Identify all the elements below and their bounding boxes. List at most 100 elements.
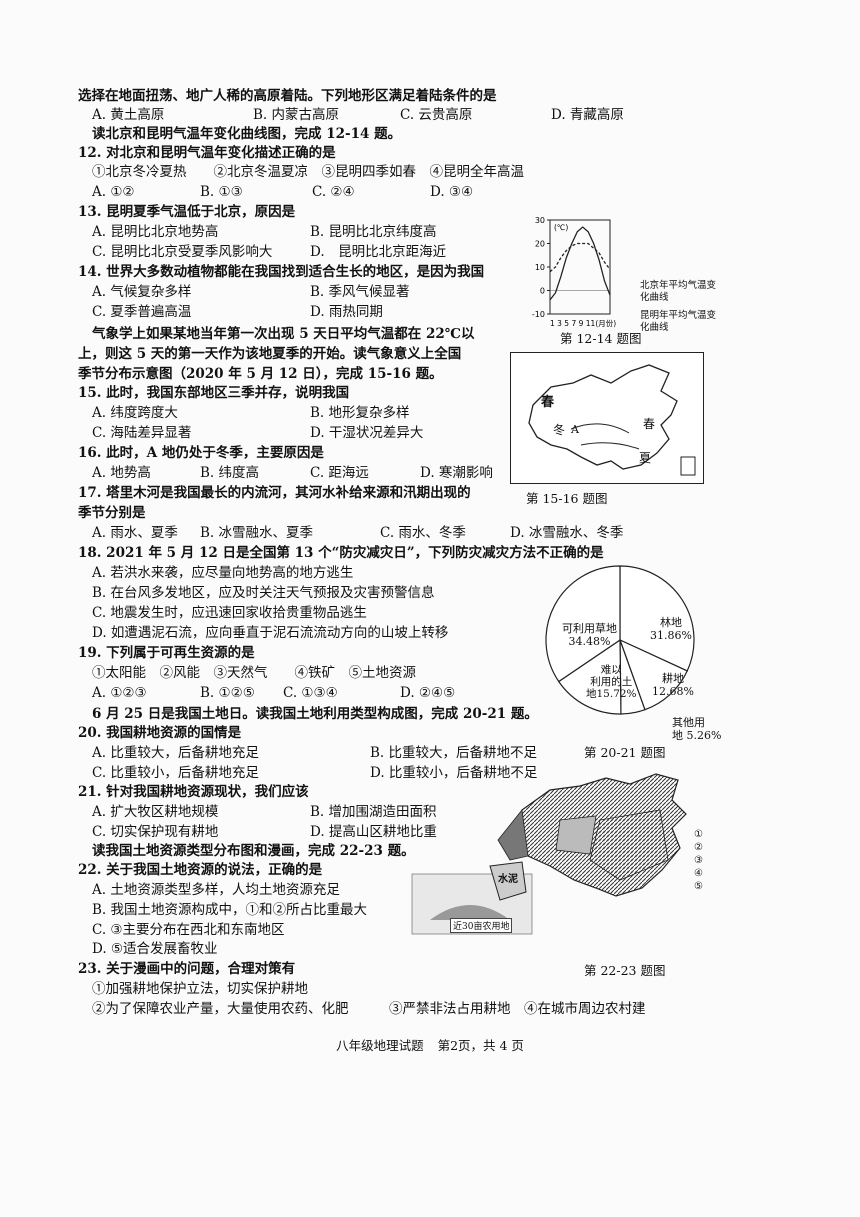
answer-option: C. 昆明比北京受夏季风影响大 xyxy=(92,244,273,260)
answer-option: D. ②④⑤ xyxy=(400,685,456,701)
y-tick-label: 0 xyxy=(540,287,545,296)
fig-12-14-caption: 第 12-14 题图 xyxy=(560,331,642,346)
text-line: ①太阳能 ②风能 ③天然气 ④铁矿 ⑤土地资源 xyxy=(92,665,416,681)
answer-option: B. 比重较大，后备耕地不足 xyxy=(370,745,538,761)
text-line: 21. 针对我国耕地资源现状，我们应该 xyxy=(78,784,309,800)
answer-option: B. ①②⑤ xyxy=(200,685,255,701)
pie-label-hard: 难以利用的土地15.72% xyxy=(586,664,637,700)
text-line: D. ⑤适合发展畜牧业 xyxy=(92,941,218,957)
answer-option: C. ②④ xyxy=(312,184,355,200)
answer-option: D. ③④ xyxy=(430,184,474,200)
answer-option: A. 扩大牧区耕地规模 xyxy=(92,804,219,820)
answer-option: A. 雨水、夏季 xyxy=(92,525,178,541)
text-line: 20. 我国耕地资源的国情是 xyxy=(78,725,242,741)
answer-option: D. 比重较小，后备耕地不足 xyxy=(370,765,538,781)
answer-option: D. 昆明比北京距海近 xyxy=(310,244,447,260)
answer-option: B. 增加围湖造田面积 xyxy=(310,804,437,820)
answer-option: A. 昆明比北京地势高 xyxy=(92,224,219,240)
text-line: 13. 昆明夏季气温低于北京，原因是 xyxy=(78,204,296,220)
answer-option: A. 纬度跨度大 xyxy=(92,405,178,421)
map-label-summer: 夏 xyxy=(639,451,652,465)
china-map-outline xyxy=(528,364,696,476)
text-line: ①加强耕地保护立法，切实保护耕地 xyxy=(92,981,308,997)
answer-option: D. 寒潮影响 xyxy=(420,465,493,481)
temp-legend: 北京年平均气温变化曲线 昆明年平均气温变化曲线 xyxy=(640,280,720,334)
text-line: 上，则这 5 天的第一天作为该地夏季的开始。读气象意义上全国 xyxy=(78,346,462,362)
land-map-svg xyxy=(411,773,687,935)
answer-option: C. 夏季普遍高温 xyxy=(92,304,192,320)
answer-option: A. ①②③ xyxy=(92,685,147,701)
answer-option: D. 冰雪融水、冬季 xyxy=(510,525,624,541)
text-line: B. 在台风多发地区，应及时关注天气预报及灾害预警信息 xyxy=(92,585,435,601)
answer-option: B. 地形复杂多样 xyxy=(310,405,410,421)
text-line: A. 土地资源类型多样，人均土地资源充足 xyxy=(92,882,340,898)
answer-option: A. ①② xyxy=(92,184,135,200)
y-tick-label: 10 xyxy=(535,263,545,272)
answer-option: C. 云贵高原 xyxy=(400,107,473,123)
text-line: 15. 此时，我国东部地区三季并存，说明我国 xyxy=(78,385,350,401)
answer-option: B. 昆明比北京纬度高 xyxy=(310,224,437,240)
answer-option: D. 干湿状况差异大 xyxy=(310,425,424,441)
pie-slice xyxy=(618,638,689,711)
text-line: ②为了保障农业产量，大量使用农药、化肥 ③严禁非法占用耕地 ④在城市周边农村建 xyxy=(92,1001,646,1017)
answer-option: B. 内蒙古高原 xyxy=(253,107,340,123)
text-line: 气象学上如果某地当年第一次出现 5 天日平均气温都在 22℃以 xyxy=(92,326,475,342)
text-line: C. 地震发生时，应迅速回家收拾贵重物品逃生 xyxy=(92,605,367,621)
unit-label: (℃) xyxy=(554,223,568,232)
answer-option: B. 纬度高 xyxy=(200,465,260,481)
text-line: A. 若洪水来袭，应尽量向地势高的地方逃生 xyxy=(92,565,354,581)
pie-slice xyxy=(545,565,621,683)
y-tick-label: -10 xyxy=(532,310,545,319)
footer-subject: 八年级地理试题 xyxy=(336,1038,424,1053)
map-label-winter: 冬 xyxy=(553,423,566,437)
legend-beijing: 北京年平均气温变化曲线 xyxy=(640,280,717,303)
cartoon-sign: 近30亩农用地 xyxy=(450,918,513,933)
answer-option: C. 切实保护现有耕地 xyxy=(92,824,219,840)
answer-option: A. 比重较大，后备耕地充足 xyxy=(92,745,259,761)
land-legend: ① ② ③ ④ ⑤ xyxy=(694,829,703,892)
text-line: 18. 2021 年 5 月 12 日是全国第 13 个“防灾减灾日”，下列防灾… xyxy=(78,545,604,561)
fig-15-16-caption: 第 15-16 题图 xyxy=(526,491,608,506)
footer-page: 第2页，共 4 页 xyxy=(437,1038,524,1053)
text-line: 17. 塔里木河是我国最长的内流河，其河水补给来源和汛期出现的 xyxy=(78,485,471,501)
answer-option: D. 雨热同期 xyxy=(310,304,383,320)
pie-slice xyxy=(557,638,622,715)
text-line: C. ③主要分布在西北和东南地区 xyxy=(92,922,285,938)
answer-option: D. 提高山区耕地比重 xyxy=(310,824,437,840)
text-line: 读我国土地资源类型分布图和漫画，完成 22-23 题。 xyxy=(92,843,415,859)
answer-option: C. 比重较小，后备耕地充足 xyxy=(92,765,259,781)
answer-option: C. 雨水、冬季 xyxy=(380,525,466,541)
pie-slice xyxy=(619,565,695,672)
land-resources-figure: ① ② ③ ④ ⑤ 水泥 近30亩农用地 xyxy=(410,770,710,955)
text-line: 季节分布示意图（2020 年 5 月 12 日），完成 15-16 题。 xyxy=(78,366,443,382)
text-line: ①北京冬冷夏热 ②北京冬温夏凉 ③昆明四季如春 ④昆明全年高温 xyxy=(92,164,524,180)
beijing-line xyxy=(549,226,611,301)
y-tick-label: 20 xyxy=(535,240,545,249)
text-line: B. 我国土地资源构成中，①和②所占比重最大 xyxy=(92,902,368,918)
pie-label-other: 其他用地 5.26% xyxy=(672,716,722,742)
answer-option: B. 冰雪融水、夏季 xyxy=(200,525,314,541)
text-line: 选择在地面扭荡、地广人稀的高原着陆。下列地形区满足着陆条件的是 xyxy=(78,88,497,104)
pie-svg xyxy=(545,565,695,715)
legend-kunming: 昆明年平均气温变化曲线 xyxy=(640,310,717,333)
fig-20-21-caption: 第 20-21 题图 xyxy=(584,745,666,760)
text-line: 6 月 25 日是我国土地日。读我国土地利用类型构成图，完成 20-21 题。 xyxy=(92,706,538,722)
answer-option: A. 地势高 xyxy=(92,465,151,481)
map-label-spring-west: 春 xyxy=(541,395,555,410)
text-line: 22. 关于我国土地资源的说法，正确的是 xyxy=(78,862,323,878)
x-tick-label: 1 3 5 7 9 11(月份) xyxy=(550,318,616,328)
text-line: 12. 对北京和昆明气温年变化描述正确的是 xyxy=(78,145,336,161)
answer-option: C. 海陆差异显著 xyxy=(92,425,192,441)
seasons-map: 春 冬 A 春 夏 xyxy=(510,352,704,484)
answer-option: B. ①③ xyxy=(200,184,243,200)
answer-option: D. 青藏高原 xyxy=(551,107,624,123)
text-line: 季节分别是 xyxy=(78,505,146,521)
kunming-line xyxy=(549,242,611,273)
text-line: 16. 此时，A 地仍处于冬季，主要原因是 xyxy=(78,445,324,461)
text-line: 14. 世界大多数动植物都能在我国找到适合生长的地区，是因为我国 xyxy=(78,264,485,280)
text-line: 23. 关于漫画中的问题，合理对策有 xyxy=(78,961,296,977)
